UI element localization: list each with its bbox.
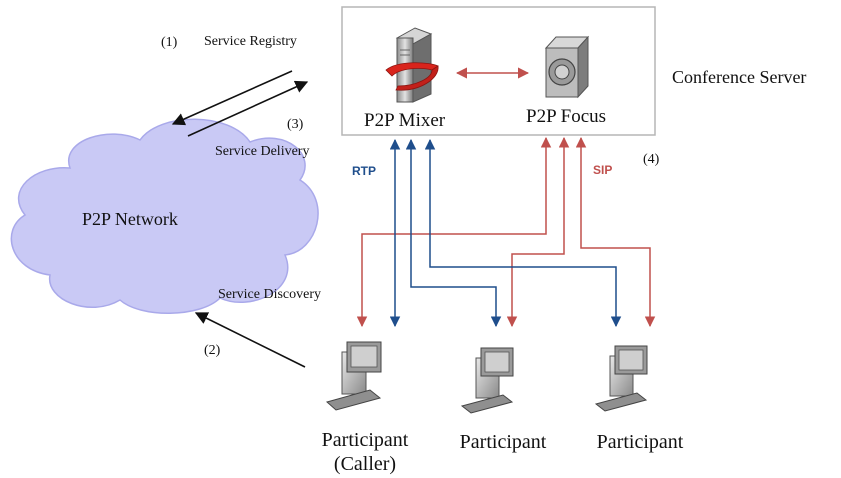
- conference-server-label: Conference Server: [672, 67, 807, 87]
- computer-icon-participant-2: [460, 347, 514, 414]
- p2p-focus-label: P2P Focus: [526, 106, 607, 127]
- service-registry-arrow: [171, 70, 293, 126]
- step-2-number: (2): [204, 343, 221, 358]
- service-delivery-label: Service Delivery: [215, 144, 310, 159]
- participant-2-label: Participant: [459, 431, 547, 453]
- rtp-line-participant-2: [405, 138, 502, 328]
- step-1-number: (1): [161, 35, 178, 50]
- p2p-network-cloud: [10, 118, 319, 314]
- sip-label: SIP: [593, 163, 613, 177]
- p2p-network-label: P2P Network: [82, 209, 178, 229]
- rtp-media-lines: [389, 138, 622, 328]
- participant-caller-sublabel: (Caller): [333, 453, 397, 475]
- sip-line-caller: [356, 136, 552, 328]
- computer-icon-participant-3: [594, 345, 648, 412]
- step-4-number: (4): [643, 152, 660, 167]
- service-delivery-arrow: [187, 80, 309, 137]
- focus-server-icon: [544, 35, 590, 99]
- rtp-label: RTP: [352, 164, 376, 178]
- service-registry-label: Service Registry: [204, 34, 297, 49]
- participant-caller-label: Participant: [321, 429, 409, 451]
- step-3-number: (3): [287, 117, 304, 132]
- mixer-server-icon: [385, 27, 439, 103]
- p2p-mixer-label: P2P Mixer: [364, 110, 446, 131]
- rtp-line-participant-3: [424, 138, 622, 328]
- sip-line-participant-2: [506, 136, 570, 328]
- participant-3-label: Participant: [596, 431, 684, 453]
- computer-icon-caller: [325, 341, 382, 411]
- service-discovery-label: Service Discovery: [218, 287, 322, 302]
- service-discovery-arrow: [194, 312, 306, 368]
